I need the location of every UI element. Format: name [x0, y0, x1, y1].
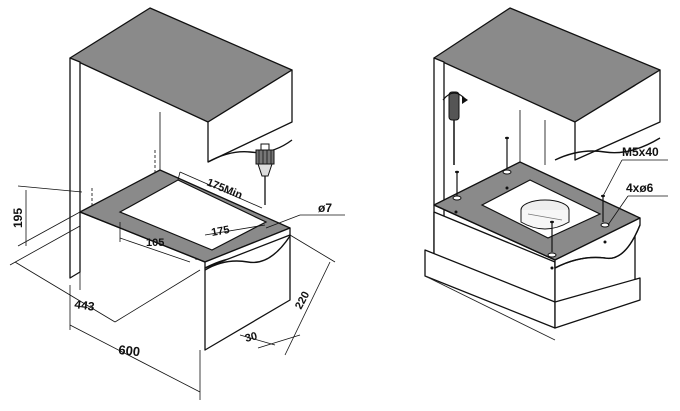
left-dimension-lines [9, 171, 345, 400]
dim-hole-label: ø7 [318, 201, 332, 215]
dim-depth-cut-label: 443 [74, 297, 96, 314]
left-cabinet-top [69, 7, 293, 163]
dim-front-depth-label: 220 [293, 290, 312, 312]
right-cabinet-top [433, 7, 661, 161]
dim-cutout-width-label: 175 [210, 224, 230, 239]
dim-front-gap-label: 30 [244, 330, 259, 345]
drill-icon [255, 143, 275, 205]
left-front-panel [204, 234, 291, 351]
duct-ring [520, 199, 570, 230]
dim-height-label: 195 [11, 208, 25, 228]
right-diagram: M5x40 4xø6 [424, 7, 668, 341]
screw-spec-label: M5x40 [622, 145, 659, 159]
dim-width-total-label: 600 [118, 342, 141, 359]
screwdriver-icon [442, 91, 468, 165]
hole-spec-label: 4xø6 [626, 181, 654, 195]
left-diagram: 195 443 600 175Min 175 105 ø7 220 30 [9, 7, 345, 400]
dim-offset-label: 105 [146, 237, 164, 249]
left-side-panel [69, 57, 81, 279]
screw-icons [452, 136, 610, 270]
